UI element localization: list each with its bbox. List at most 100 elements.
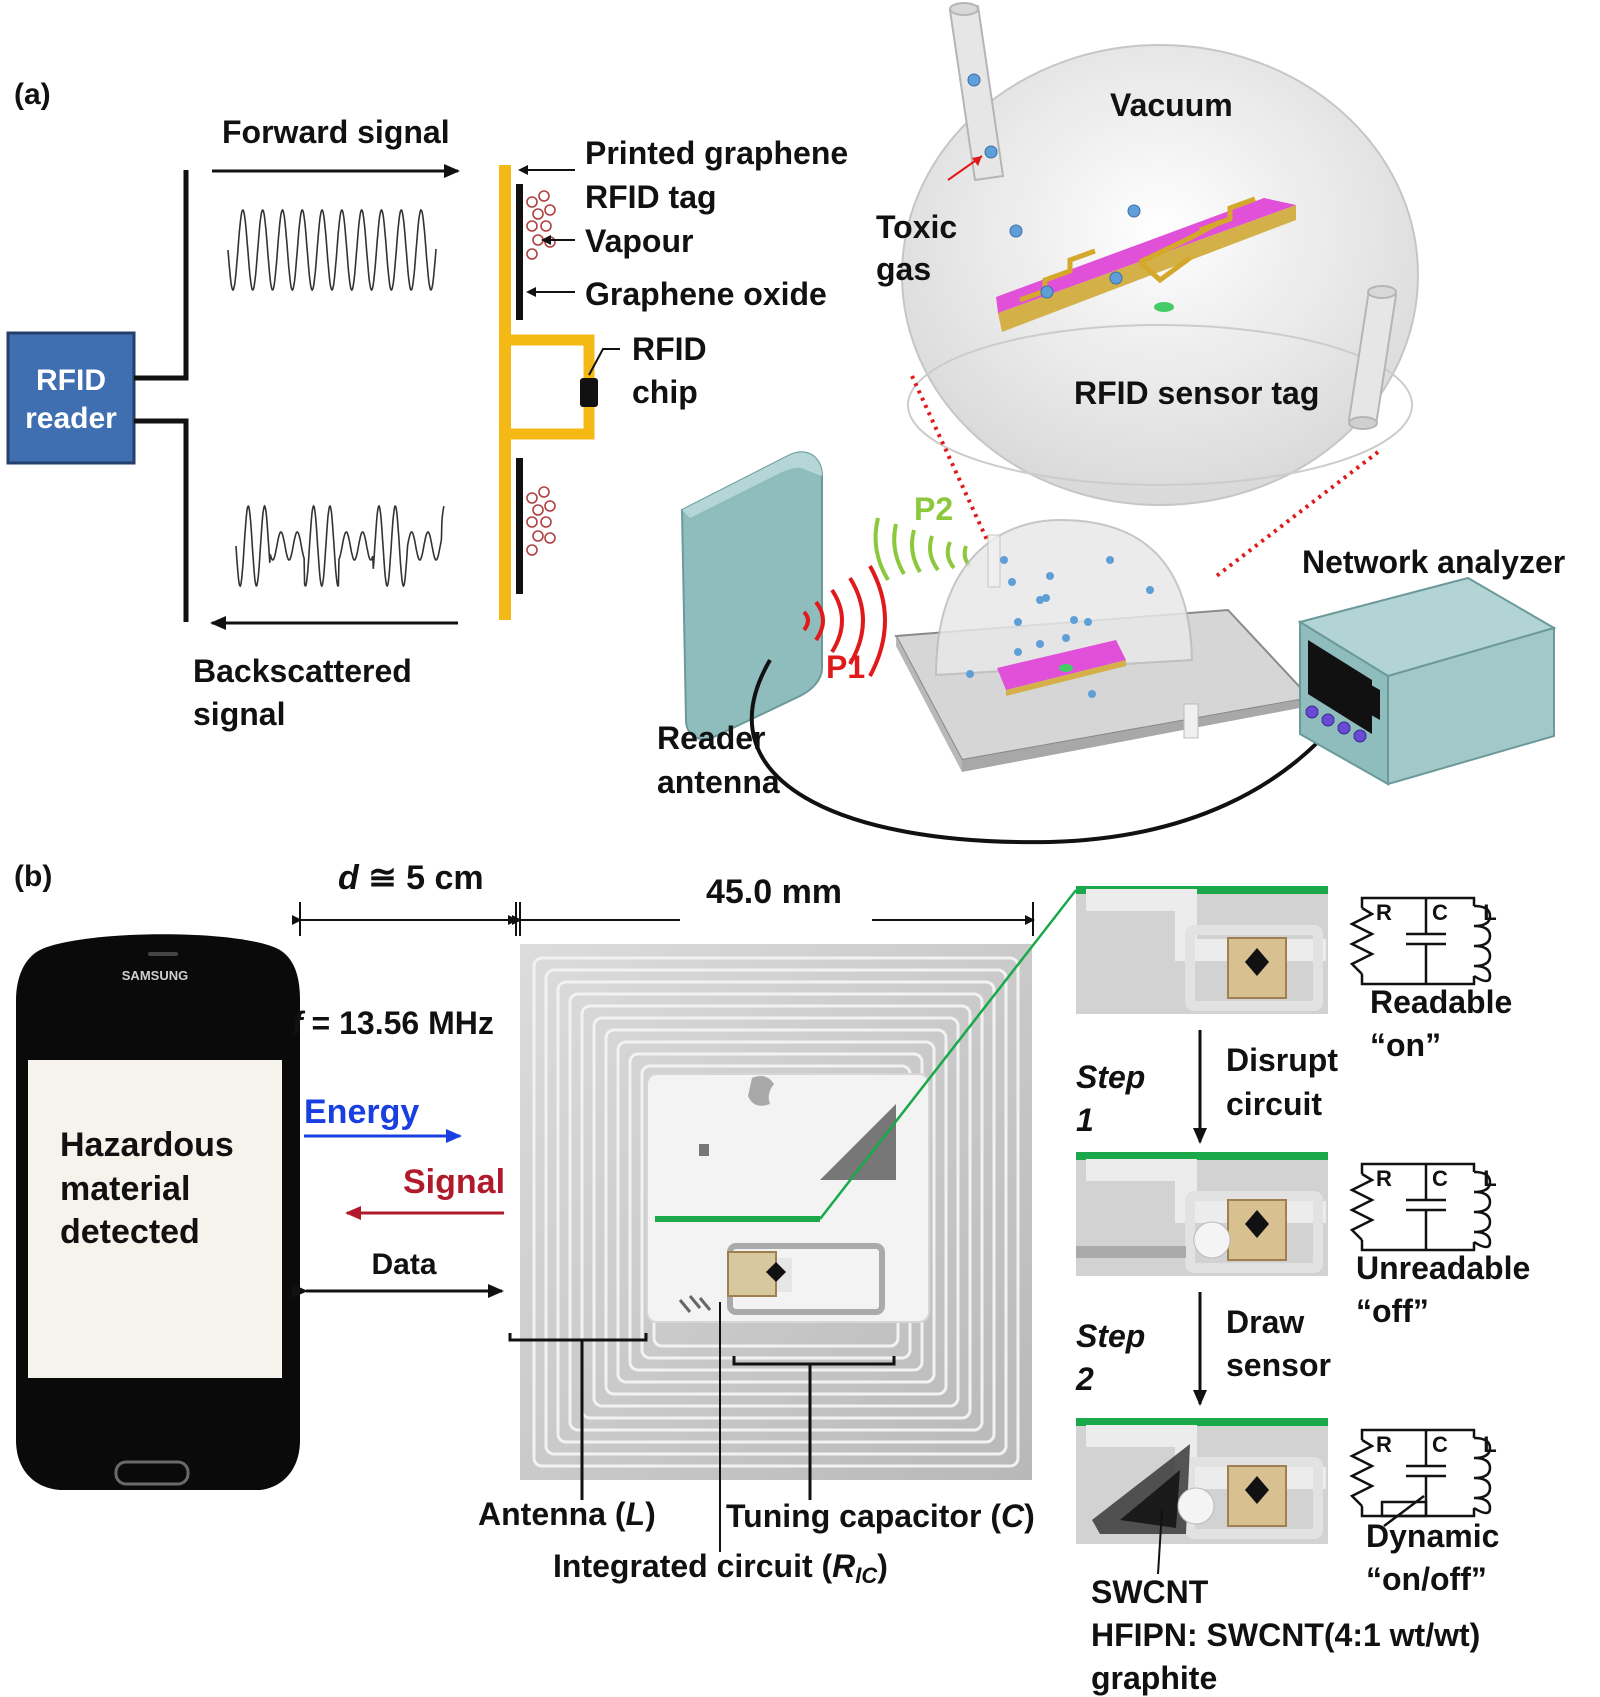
vapour-molecule bbox=[544, 204, 556, 216]
gas-molecule bbox=[1127, 204, 1141, 218]
resistor-icon bbox=[1349, 1438, 1375, 1507]
vapour-molecule bbox=[532, 530, 544, 542]
gas-molecule bbox=[1046, 572, 1054, 580]
gas-molecule bbox=[1106, 556, 1114, 564]
network-analyzer-label: Network analyzer bbox=[1302, 544, 1565, 580]
dynamic-label: Dynamic bbox=[1366, 1518, 1499, 1554]
screen-text-2: material bbox=[60, 1170, 190, 1208]
panel-b-label: (b) bbox=[14, 860, 52, 893]
unreadable-label: Unreadable bbox=[1356, 1250, 1530, 1286]
p1-label: P1 bbox=[826, 649, 865, 685]
inductor-icon bbox=[1473, 904, 1492, 983]
reader-antenna-panel bbox=[680, 451, 823, 741]
vapour-molecules-bottom bbox=[526, 486, 556, 556]
gas-molecule bbox=[1042, 594, 1050, 602]
toxic-gas-pointer-head bbox=[972, 156, 982, 166]
zoom-photo-readable bbox=[1076, 886, 1328, 1014]
circuit-label-l: L bbox=[1483, 1432, 1496, 1457]
vacuum-chamber bbox=[901, 2, 1419, 506]
small-chamber-molecules bbox=[966, 556, 1154, 698]
graphene-oxide-label: Graphene oxide bbox=[585, 276, 827, 312]
capacitor-icon bbox=[1406, 898, 1446, 984]
coil-turn bbox=[568, 992, 984, 1432]
vapour-molecule bbox=[532, 234, 544, 246]
resistor-icon bbox=[1349, 1172, 1375, 1241]
vapour-molecule bbox=[532, 208, 544, 220]
toxic-gas-label-2: gas bbox=[876, 251, 931, 287]
circuit-label-r: R bbox=[1376, 1166, 1392, 1191]
antenna-cable bbox=[749, 658, 1322, 845]
hfipn-label: HFIPN: SWCNT(4:1 wt/wt) bbox=[1091, 1617, 1480, 1653]
step2-number: 2 bbox=[1075, 1361, 1094, 1397]
p2-label: P2 bbox=[914, 491, 953, 527]
rfid-chip-icon bbox=[580, 378, 598, 407]
vapour-molecule bbox=[526, 248, 538, 260]
zoom-connector bbox=[819, 889, 1077, 1220]
nfc-tag-photo bbox=[520, 944, 1032, 1480]
toxic-gas-label-1: Toxic bbox=[876, 209, 957, 245]
gas-molecule bbox=[1109, 271, 1123, 285]
rfid-reader-block: RFID reader bbox=[6, 331, 136, 465]
step2-label: Step bbox=[1076, 1318, 1145, 1354]
gas-molecule bbox=[1014, 618, 1022, 626]
circuit-label-r: R bbox=[1376, 900, 1392, 925]
backscattered-label-2: signal bbox=[193, 696, 285, 732]
gas-molecule bbox=[1036, 640, 1044, 648]
reader-wire-top bbox=[134, 170, 189, 381]
coil-turn bbox=[580, 1004, 972, 1420]
capacitor-icon bbox=[1406, 1430, 1446, 1516]
panel-a-label: (a) bbox=[14, 78, 51, 111]
vapour-molecule bbox=[526, 544, 538, 556]
vapour-molecule bbox=[538, 190, 550, 202]
gas-molecule bbox=[984, 145, 998, 159]
unreadable-state: “off” bbox=[1356, 1293, 1429, 1329]
graphene-rfid-tag bbox=[499, 165, 598, 620]
vapour-molecule bbox=[526, 196, 538, 208]
coil-turn bbox=[544, 968, 1008, 1456]
inductor-icon bbox=[1473, 1170, 1492, 1249]
gas-molecule bbox=[966, 670, 974, 678]
gas-molecule bbox=[967, 73, 981, 87]
vapour-molecule bbox=[532, 504, 544, 516]
ic-label: Integrated circuit (RIC) bbox=[553, 1548, 888, 1588]
step1-number: 1 bbox=[1076, 1102, 1094, 1138]
antenna-bracket bbox=[508, 1333, 648, 1500]
energy-label: Energy bbox=[304, 1093, 419, 1131]
swcnt-pointer bbox=[1157, 1509, 1163, 1575]
circuit-label-c: C bbox=[1432, 900, 1448, 925]
reader-label-2: reader bbox=[25, 402, 117, 435]
gas-molecule bbox=[1062, 634, 1070, 642]
forward-signal-label: Forward signal bbox=[222, 114, 450, 150]
reader-antenna-label-1: Reader bbox=[657, 720, 766, 756]
vapour-molecule bbox=[538, 486, 550, 498]
width-dimension bbox=[512, 902, 1035, 936]
network-analyzer-icon bbox=[1297, 576, 1557, 786]
circuit-label-l: L bbox=[1483, 1166, 1496, 1191]
chip-callout-line bbox=[588, 348, 620, 376]
home-button-icon bbox=[114, 1460, 190, 1486]
capacitor-bracket bbox=[732, 1356, 896, 1500]
gas-molecule bbox=[1146, 586, 1154, 594]
resistor-icon bbox=[1349, 906, 1375, 975]
draw-label-2: sensor bbox=[1226, 1347, 1331, 1383]
vapour-molecule bbox=[540, 220, 552, 232]
graphite-label: graphite bbox=[1091, 1660, 1217, 1696]
gas-molecule bbox=[1040, 285, 1054, 299]
width-label: 45.0 mm bbox=[706, 873, 842, 911]
vapour-molecule bbox=[544, 532, 556, 544]
smartphone: SAMSUNG bbox=[16, 934, 300, 1490]
backscattered-waveform bbox=[235, 504, 445, 588]
reader-antenna-label-2: antenna bbox=[657, 764, 780, 800]
chip-label-2: chip bbox=[632, 374, 698, 410]
circuit-label-c: C bbox=[1432, 1166, 1448, 1191]
signal-label: Signal bbox=[403, 1163, 505, 1201]
frequency-label: f = 13.56 MHz bbox=[292, 1005, 494, 1041]
distance-dimension bbox=[292, 902, 518, 936]
step1-label: Step bbox=[1076, 1059, 1145, 1095]
screen-text-1: Hazardous bbox=[60, 1126, 234, 1164]
circuit-label-c: C bbox=[1432, 1432, 1448, 1457]
zoom-photo-dynamic bbox=[1076, 1418, 1328, 1544]
disrupt-label-1: Disrupt bbox=[1226, 1042, 1338, 1078]
